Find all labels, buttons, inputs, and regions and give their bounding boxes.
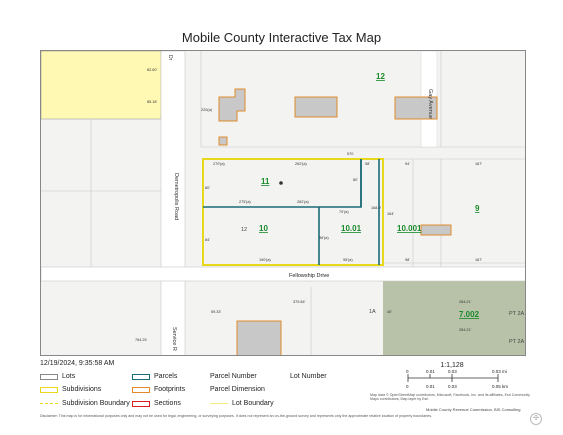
svg-text:98': 98' <box>405 258 410 262</box>
map-layer[interactable]: Demetropolis Road Gay Avenue Fellowship … <box>41 51 526 356</box>
lots-swatch-icon <box>40 373 58 380</box>
svg-text:85.18': 85.18' <box>147 100 158 104</box>
legend-lots: Lots <box>40 373 75 380</box>
legend-parcel-dimension: Parcel Dimension <box>210 386 265 393</box>
legend-sections: Sections <box>132 400 181 407</box>
subdivisions-swatch-icon <box>40 386 58 393</box>
map-credit: Mobile County Revenue Commission, BIS Co… <box>426 407 521 412</box>
svg-text:0.01: 0.01 <box>426 369 435 374</box>
svg-text:275'(a): 275'(a) <box>239 200 251 204</box>
svg-text:379.84': 379.84' <box>293 300 306 304</box>
legend-parcel-number: Parcel Number <box>210 373 257 380</box>
scale-bar: 1:1,128 0 0.01 0.03 0.03 mi 0 0.01 0.03 … <box>402 362 526 396</box>
label-right-road-fragment: F <box>525 273 526 279</box>
subdivision-boundary <box>202 158 384 266</box>
footprints-swatch-icon <box>132 386 150 393</box>
sections-swatch-icon <box>132 400 150 407</box>
svg-text:164': 164' <box>387 212 394 216</box>
svg-text:0: 0 <box>406 384 409 389</box>
svg-text:80': 80' <box>205 186 210 190</box>
svg-text:0: 0 <box>406 369 409 374</box>
legend-subdivisions: Subdivisions <box>40 386 101 393</box>
lot-number-10-01: 10.01 <box>341 224 362 233</box>
svg-text:220(a): 220(a) <box>201 108 213 112</box>
svg-text:0.01: 0.01 <box>426 384 435 389</box>
svg-text:264.21': 264.21' <box>459 328 472 332</box>
svg-text:82.60': 82.60' <box>147 68 158 72</box>
svg-text:12: 12 <box>241 227 247 233</box>
yellow-parcel <box>41 51 162 120</box>
label-demetropolis-road: Demetropolis Road <box>173 173 179 220</box>
svg-text:190'(a): 190'(a) <box>259 258 271 262</box>
scale-graphic: 0 0.01 0.03 0.03 mi 0 0.01 0.03 0.05 km <box>406 369 508 389</box>
label-top-road-fragment: Dr <box>167 55 173 61</box>
parcel-dimensions: 82.60' 85.18' 220(a) 570 270'(a) 262'(a)… <box>135 68 482 342</box>
lot-boundary-swatch-icon <box>210 403 228 404</box>
small-labels: 12 PT 2A PT 2A 1A <box>241 227 525 345</box>
parcels-swatch-icon <box>132 373 150 380</box>
legend-lot-boundary: Lot Boundary <box>210 400 274 407</box>
svg-text:0.03 mi: 0.03 mi <box>492 369 507 374</box>
parcel-lines <box>203 159 380 265</box>
svg-text:570: 570 <box>347 152 353 156</box>
label-gay-avenue: Gay Avenue <box>427 89 433 119</box>
svg-text:0.03: 0.03 <box>448 369 457 374</box>
svg-text:167': 167' <box>475 162 482 166</box>
lot-lines <box>41 51 525 355</box>
svg-text:94': 94' <box>405 162 410 166</box>
svg-text:167': 167' <box>475 258 482 262</box>
legend-lot-number: Lot Number <box>290 373 327 380</box>
compass-icon: ✣ <box>530 413 542 425</box>
map-legend: Lots Parcels Parcel Number Lot Number Su… <box>40 373 370 413</box>
parcel-point-marker <box>279 181 283 185</box>
subdivision-boundary-swatch-icon <box>40 403 58 404</box>
fellowship-drive <box>41 266 525 282</box>
lot-number-10: 10 <box>259 224 268 233</box>
print-timestamp: 12/19/2024, 9:35:58 AM <box>40 360 115 367</box>
map-canvas[interactable]: Demetropolis Road Gay Avenue Fellowship … <box>40 50 526 356</box>
svg-text:270'(a): 270'(a) <box>213 162 225 166</box>
lot-number-9: 9 <box>475 204 480 213</box>
map-attribution: Map data © OpenStreetMap contributors, M… <box>370 393 530 402</box>
lot-number-7-002: 7.002 <box>459 310 480 319</box>
svg-text:764.25: 764.25 <box>135 338 147 342</box>
green-field <box>383 281 525 355</box>
scale-ratio: 1:1,128 <box>440 362 464 369</box>
svg-text:264.21': 264.21' <box>459 300 472 304</box>
legend-footprints: Footprints <box>132 386 185 393</box>
svg-text:262'(a): 262'(a) <box>295 162 307 166</box>
svg-text:40': 40' <box>387 310 392 314</box>
label-service-road: Service R <box>171 327 177 351</box>
svg-text:59.33': 59.33' <box>211 310 222 314</box>
svg-text:95'(a): 95'(a) <box>343 258 353 262</box>
svg-text:70'(a): 70'(a) <box>339 210 349 214</box>
label-fellowship-drive: Fellowship Drive <box>289 273 329 279</box>
lot-number-12: 12 <box>376 72 385 81</box>
svg-text:84': 84' <box>205 238 210 242</box>
demetropolis-road <box>160 51 186 355</box>
svg-text:80': 80' <box>353 178 358 182</box>
svg-text:58': 58' <box>365 162 370 166</box>
svg-text:0.05 km: 0.05 km <box>492 384 508 389</box>
building-footprints <box>218 88 452 355</box>
lot-numbers: 12 11 10 10.01 10.001 9 7.002 <box>259 72 480 319</box>
svg-text:PT 2A: PT 2A <box>509 311 525 317</box>
map-disclaimer: Disclaimer: This map is for informationa… <box>40 414 433 418</box>
legend-subdivision-boundary: Subdivision Boundary <box>40 400 130 407</box>
legend-parcels: Parcels <box>132 373 177 380</box>
lot-number-10-001: 10.001 <box>397 224 422 233</box>
svg-text:1A: 1A <box>369 309 376 315</box>
svg-text:262'(a): 262'(a) <box>297 200 309 204</box>
svg-text:PT 2A: PT 2A <box>509 339 525 345</box>
lot-number-11: 11 <box>261 177 270 186</box>
svg-text:0.03: 0.03 <box>448 384 457 389</box>
svg-text:96'(a): 96'(a) <box>319 236 329 240</box>
map-title: Mobile County Interactive Tax Map <box>181 30 382 45</box>
svg-text:168.0': 168.0' <box>371 206 382 210</box>
